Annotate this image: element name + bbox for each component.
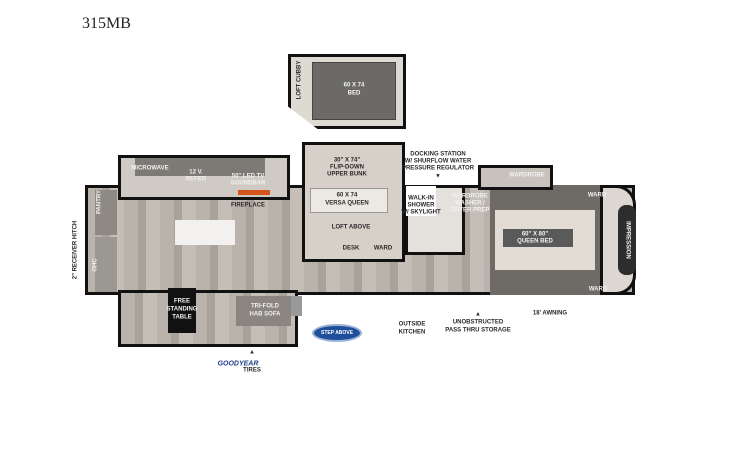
awning-label: 18' AWNING bbox=[532, 310, 568, 317]
kitchen-label-1: OUTSIDE bbox=[398, 321, 426, 328]
wardrobe-label: WARDROBE bbox=[509, 172, 545, 179]
model-title: 315MB bbox=[82, 15, 131, 32]
docking-label-2: W/ SHURFLOW WATER bbox=[404, 158, 472, 165]
storage-label-1: UNOBSTRUCTED bbox=[452, 319, 504, 326]
loft-bed-label-1: 60 X 74 bbox=[343, 82, 365, 89]
loft-bed-label-2: BED bbox=[347, 90, 361, 97]
refer-label-1: 12 V. bbox=[189, 169, 203, 176]
microwave-label: MICROWAVE bbox=[131, 165, 169, 172]
shower-label-2: SHOWER bbox=[407, 202, 435, 209]
washer-label-3: DRYER PREP bbox=[450, 207, 490, 214]
bunk-label-2: FLIP-DOWN bbox=[330, 164, 364, 171]
bunk-label-3: UPPER BUNK bbox=[327, 171, 367, 178]
tv-label-2: SOUNDBAR bbox=[230, 180, 266, 187]
sofa-label-2: HAB SOFA bbox=[249, 311, 281, 318]
ward-label: WARD bbox=[373, 245, 393, 252]
shower-label-1: WALK-IN bbox=[408, 195, 434, 202]
docking-arrow-icon: ▼ bbox=[435, 173, 441, 180]
docking-label-3: PRESSURE REGULATOR bbox=[401, 165, 475, 172]
ward-bottom-label: WARD bbox=[588, 286, 608, 293]
docking-label-1: DOCKING STATION bbox=[410, 151, 466, 158]
ohc-label: OHC bbox=[92, 258, 99, 272]
table-label-1: FREE bbox=[173, 298, 191, 305]
versa-label-2: VERSA QUEEN bbox=[325, 200, 369, 207]
loft-cubby-label: LOFT CUBBY bbox=[296, 60, 303, 100]
queen-label-2: QUEEN BED bbox=[517, 238, 553, 245]
versa-label-1: 60 X 74 bbox=[336, 192, 358, 199]
refer-label-2: REFER bbox=[185, 176, 207, 183]
washer-label-2: WASHER / bbox=[455, 200, 485, 207]
table-label-3: TABLE bbox=[172, 314, 192, 321]
receiver-hitch-label: 2" RECEIVER HITCH bbox=[72, 220, 79, 280]
step-above-logo: STEP ABOVE bbox=[312, 324, 362, 342]
sofa-label-1: TRI-FOLD bbox=[251, 303, 279, 310]
bunk-label-1: 30" X 74" bbox=[333, 157, 361, 164]
goodyear-logo: GOODYEAR bbox=[217, 360, 259, 368]
queen-label-1: 60" X 80" bbox=[521, 231, 549, 238]
tires-arrow-icon: ▲ bbox=[249, 349, 255, 356]
table-label-2: STANDING bbox=[166, 306, 198, 313]
desk-label: DESK bbox=[342, 245, 360, 252]
tires-label: TIRES bbox=[243, 367, 261, 374]
ward-top-label: WARD bbox=[587, 192, 607, 199]
storage-label-2: PASS THRU STORAGE bbox=[445, 327, 511, 334]
storage-arrow-icon: ▲ bbox=[475, 311, 481, 318]
loft-above-label: LOFT ABOVE bbox=[331, 224, 371, 231]
washer-label-1: WARDROBE bbox=[452, 193, 488, 200]
shower-label-3: W/ SKYLIGHT bbox=[401, 209, 441, 216]
pantry-label: PANTRY bbox=[96, 190, 103, 214]
fireplace-label: FIREPLACE bbox=[230, 202, 266, 209]
kitchen-label-2: KITCHEN bbox=[398, 329, 426, 336]
brand-label: IMPRESSION bbox=[624, 221, 631, 259]
tv-label-1: 50" LED TV bbox=[231, 173, 265, 180]
